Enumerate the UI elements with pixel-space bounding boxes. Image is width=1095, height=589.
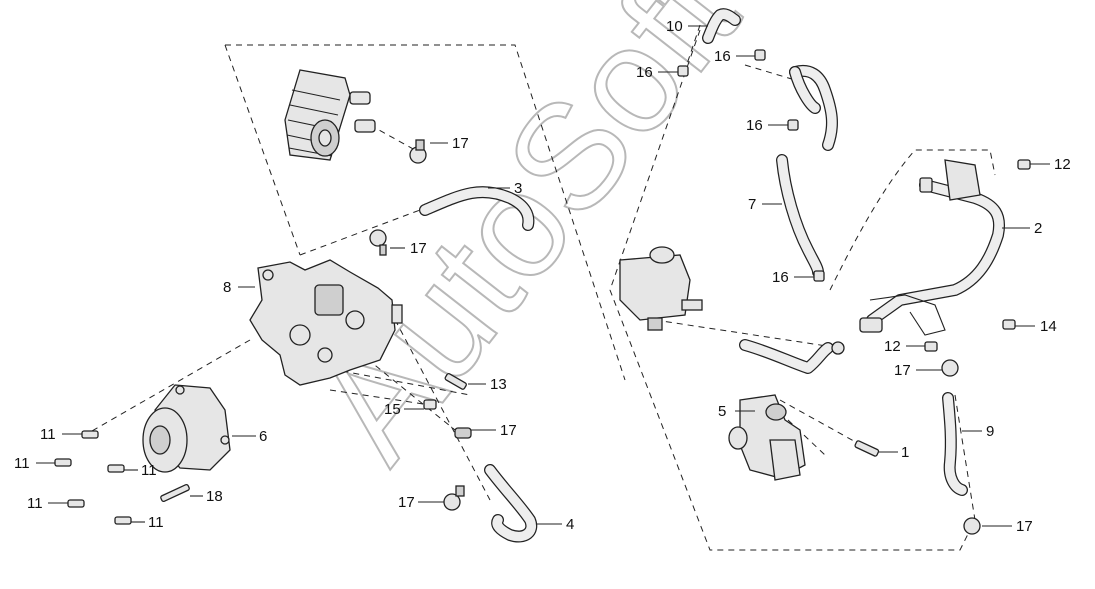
callout-17-lower-left: 17: [500, 422, 517, 439]
engine-housing: [249, 259, 403, 386]
callout-12-a: 12: [1054, 156, 1071, 173]
clamp-17-bottom: [443, 485, 465, 511]
pipe-assembly-2: [859, 159, 1005, 336]
bolts-11-18: [54, 430, 190, 525]
bolt-13: [444, 372, 467, 390]
callout-8: 8: [223, 279, 231, 296]
callout-labels: 3 17 17 8 11 11 11 11 11 18 6 13 15 17 1…: [14, 18, 1071, 535]
callout-7: 7: [748, 196, 756, 213]
callout-17-mid: 17: [410, 240, 427, 257]
callout-16-b: 16: [714, 48, 731, 65]
callout-18: 18: [206, 488, 223, 505]
leader-lines: [36, 25, 1050, 527]
callout-10: 10: [666, 18, 683, 35]
callout-6: 6: [259, 428, 267, 445]
callout-16-d: 16: [772, 269, 789, 286]
callout-11-e: 11: [148, 514, 164, 531]
clamp-17-right: [941, 359, 959, 377]
hose-9: [942, 392, 968, 496]
hose-10: [702, 8, 741, 44]
clamp-17-upper: [409, 139, 427, 164]
callout-16-c: 16: [746, 117, 763, 134]
callout-11-b: 11: [14, 455, 30, 472]
callout-16-a: 16: [636, 64, 653, 81]
callout-5: 5: [718, 403, 726, 420]
callout-11-a: 11: [40, 426, 56, 443]
callout-4: 4: [566, 516, 574, 533]
clamp-17-mid: [369, 229, 387, 256]
tank-hose: [739, 339, 845, 374]
bolt-1: [854, 440, 880, 457]
thermostat-housing: [728, 394, 806, 481]
callout-15: 15: [384, 401, 401, 418]
watermark-text: AutoSoft: [283, 0, 770, 490]
clamp-17-lower-left: [454, 427, 472, 439]
watermark: AutoSoft: [282, 0, 771, 491]
hose-4: [484, 464, 538, 543]
callout-13: 13: [490, 376, 507, 393]
callout-3: 3: [514, 180, 522, 197]
callout-17-upper: 17: [452, 135, 469, 152]
bolt-15: [423, 399, 437, 410]
hose-3: [419, 186, 535, 231]
bolts-12-14: [924, 159, 1031, 352]
callout-14: 14: [1040, 318, 1057, 335]
callout-9: 9: [986, 423, 994, 440]
hose-7: [776, 154, 824, 278]
callout-2: 2: [1034, 220, 1042, 237]
callout-17-bottom: 17: [398, 494, 415, 511]
left-group-outline: [224, 44, 626, 381]
hose-upper-right: [789, 65, 838, 151]
callout-17-bottom-right: 17: [1016, 518, 1033, 535]
expansion-tank: [619, 246, 703, 331]
guide-lines: [84, 24, 976, 521]
callout-1: 1: [901, 444, 909, 461]
right-group-outline: [609, 29, 996, 551]
callout-12-b: 12: [884, 338, 901, 355]
water-pump: [142, 384, 231, 473]
callout-17-right: 17: [894, 362, 911, 379]
callout-11-c: 11: [141, 462, 157, 479]
oil-cooler: [284, 69, 376, 161]
callout-11-d: 11: [27, 495, 43, 512]
clamp-17-bottom-right: [963, 517, 981, 535]
